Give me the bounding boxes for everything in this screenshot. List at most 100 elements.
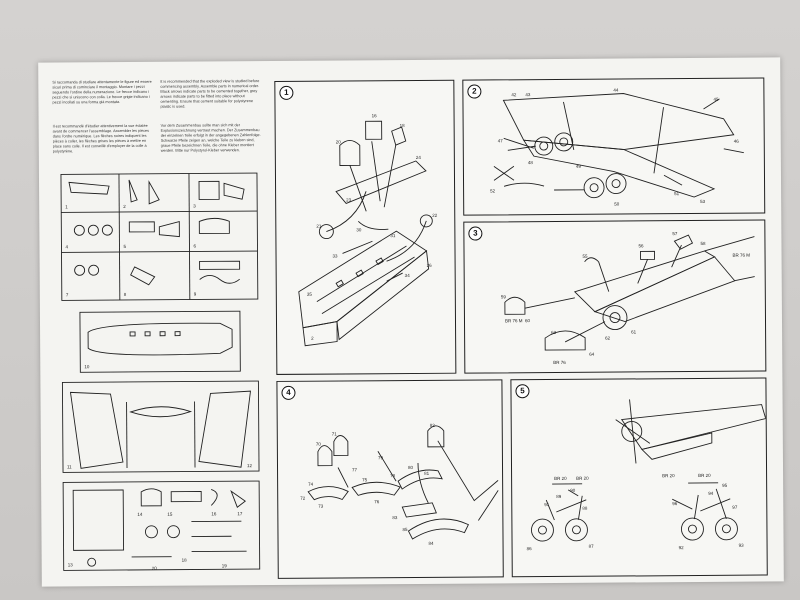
- part-label: 53: [700, 199, 706, 204]
- intro-english: It is recommended that the exploded view…: [160, 79, 260, 109]
- lower-wing: [522, 139, 716, 198]
- step-5-drawing: BR 20 BR 20 BR 20 BR 20 86 87 88 89 90 9…: [527, 399, 767, 551]
- svg-text:20: 20: [152, 566, 158, 571]
- part-label: 57: [672, 231, 678, 236]
- part-label: 24: [416, 155, 422, 160]
- part-label: 81: [424, 471, 430, 476]
- svg-text:15: 15: [167, 512, 173, 517]
- part-label: 52: [490, 188, 496, 193]
- part-label: 58: [700, 241, 706, 246]
- svg-text:10: 10: [84, 364, 90, 369]
- part-label: 74: [308, 482, 314, 487]
- svg-text:6: 6: [193, 243, 196, 248]
- left-column: Si raccomanda di studiare attentamente l…: [52, 79, 265, 576]
- part-label: 47: [498, 138, 504, 143]
- part-label: BR 20: [554, 476, 567, 481]
- part-label: 16: [372, 113, 378, 118]
- part-label: 23: [346, 197, 352, 202]
- part-label: 76: [374, 499, 380, 504]
- svg-text:16: 16: [211, 511, 217, 516]
- part-label: 60: [525, 318, 531, 323]
- part-label: 87: [589, 544, 595, 549]
- part-label: 77: [352, 467, 358, 472]
- part-label: 49: [576, 164, 582, 169]
- step-3-drawing: 55 56 57 58 59 60 61 62 63 64 BR 76 M BR…: [501, 231, 755, 365]
- svg-text:11: 11: [67, 464, 72, 469]
- part-label: 93: [739, 543, 745, 548]
- svg-text:14: 14: [137, 512, 143, 517]
- svg-text:12: 12: [247, 463, 253, 468]
- instruction-sheet: Si raccomanda di studiare attentamente l…: [38, 57, 784, 587]
- part-label: BR 76 M: [733, 253, 751, 258]
- part-label: 48: [528, 160, 534, 165]
- step-1-panel: 1 16: [274, 79, 457, 375]
- part-label: 70: [316, 442, 322, 447]
- part-label: 30: [356, 227, 362, 232]
- part-label: 20: [336, 139, 342, 144]
- svg-text:5: 5: [123, 244, 126, 249]
- part-label: 86: [527, 546, 533, 551]
- part-label: 18: [400, 123, 406, 128]
- part-label: 73: [318, 504, 324, 509]
- fuselage: [573, 250, 716, 313]
- intro-german: Vor dem Zusammenbau sollte man sich mit …: [160, 123, 261, 153]
- part-label: 21: [316, 224, 322, 229]
- part-label: 90: [570, 488, 576, 493]
- part-label: 97: [732, 505, 738, 510]
- part-label: 96: [672, 501, 678, 506]
- part-label: 56: [638, 243, 644, 248]
- intro-french: Il est recommandé d'étudier attentivemen…: [52, 123, 150, 154]
- part-label: 80: [408, 465, 414, 470]
- part-label: 78: [390, 473, 396, 478]
- part-label: 63: [551, 330, 557, 335]
- part-label: 82: [430, 423, 436, 428]
- svg-text:13: 13: [68, 562, 74, 567]
- part-label: 34: [405, 273, 411, 278]
- part-label: 59: [501, 294, 507, 299]
- part-label: 35: [307, 292, 313, 297]
- step-4-drawing: 70 71 72 73 74 75 76 77 78 79 80 81 82 8…: [300, 423, 499, 546]
- part-label: 62: [605, 336, 611, 341]
- part-label: 91: [544, 502, 550, 507]
- part-label: 88: [582, 506, 588, 511]
- part-label: BR 20: [576, 476, 589, 481]
- intro-italian: Si raccomanda di studiare attentamente l…: [52, 79, 152, 105]
- part-label: 94: [708, 491, 714, 496]
- sprue-frame-b: [79, 310, 241, 373]
- part-label: 83: [392, 515, 398, 520]
- step-5-panel: 5 BR 20 BR 20 BR 20: [510, 377, 768, 578]
- svg-text:2: 2: [123, 204, 126, 209]
- part-label: BR 76: [553, 360, 566, 365]
- svg-text:9: 9: [194, 291, 197, 296]
- part-label: BR 20: [662, 473, 675, 478]
- part-label: 2: [311, 336, 314, 341]
- step-1-drawing: 16 18 20 21 22 23 24 30 31 33 34 35 26 2: [298, 113, 438, 347]
- svg-text:17: 17: [237, 511, 243, 516]
- part-label: 55: [583, 254, 589, 259]
- part-label: 51: [674, 191, 680, 196]
- intro-text-block: Si raccomanda di studiare attentamente l…: [52, 79, 263, 166]
- part-label: 26: [427, 263, 433, 268]
- part-label: 44: [613, 88, 619, 93]
- step-2-drawing: 42 43 44 45 46 47 48 49 50 51 52 53: [490, 88, 744, 207]
- part-label: 46: [734, 139, 740, 144]
- part-label: BR 76 M: [505, 318, 523, 323]
- part-label: 84: [429, 541, 435, 546]
- part-label: 45: [713, 97, 719, 102]
- svg-text:3: 3: [193, 203, 196, 208]
- part-label: 95: [722, 483, 728, 488]
- part-label: 31: [390, 233, 396, 238]
- part-label: 79: [378, 455, 384, 460]
- sprue-frame-a: [60, 172, 259, 301]
- part-label: 89: [556, 494, 562, 499]
- svg-text:4: 4: [65, 244, 68, 249]
- part-label: 61: [631, 329, 637, 334]
- svg-text:18: 18: [182, 558, 188, 563]
- svg-text:19: 19: [222, 563, 228, 568]
- part-label: 42: [511, 92, 517, 97]
- sprue-frame-d: [62, 480, 261, 571]
- part-label: 22: [432, 213, 438, 218]
